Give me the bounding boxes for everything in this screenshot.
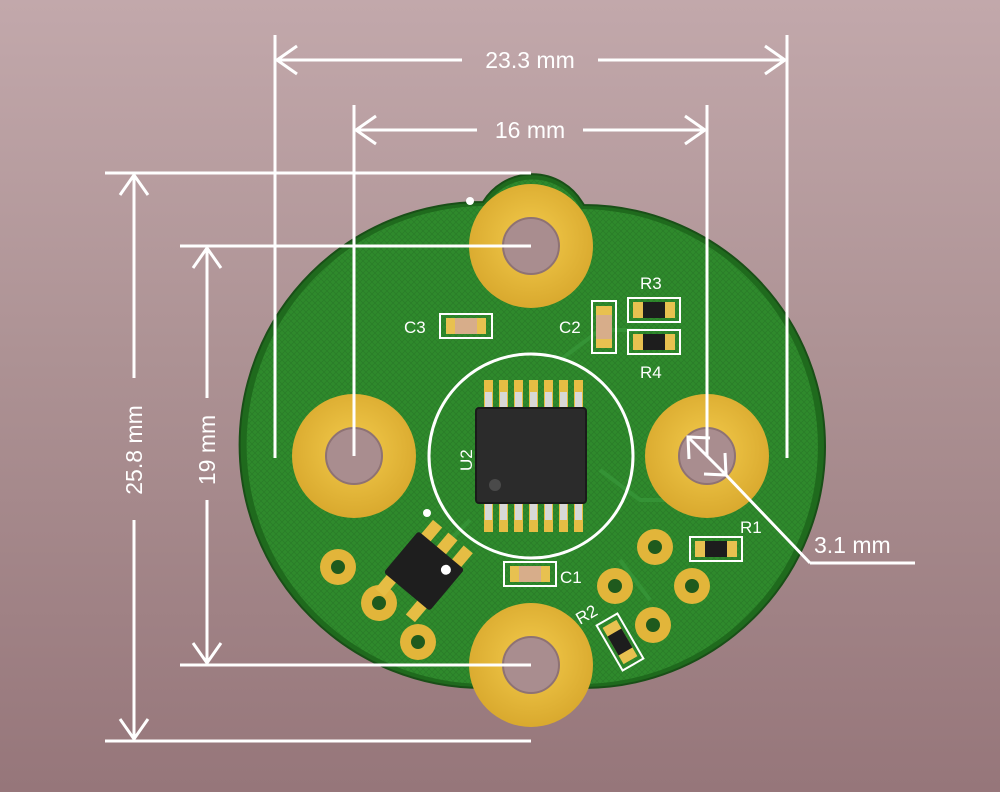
capacitor-c3	[439, 313, 493, 339]
label-u2: U2	[457, 449, 476, 471]
dimension-hole: 3.1 mm	[686, 435, 915, 565]
label-c1: C1	[560, 568, 582, 587]
resistor-r3	[627, 297, 681, 323]
dimension-label-19mm: 19 mm	[194, 415, 220, 485]
dimension-label-23-3mm: 23.3 mm	[485, 47, 574, 73]
label-r1: R1	[740, 518, 762, 537]
u2-ic	[427, 352, 635, 560]
dimension-height-outer: 25.8 mm	[105, 171, 531, 743]
resistor-r1	[689, 536, 743, 562]
label-c3: C3	[404, 318, 426, 337]
dimension-label-3-1mm: 3.1 mm	[814, 532, 891, 558]
dimension-label-25-8mm: 25.8 mm	[121, 405, 147, 494]
label-r4: R4	[640, 363, 662, 382]
resistor-r4	[627, 329, 681, 355]
sot23-chip	[375, 519, 473, 623]
label-c2: C2	[559, 318, 581, 337]
label-r3: R3	[640, 274, 662, 293]
small-pads	[320, 529, 710, 660]
dimension-label-16mm: 16 mm	[495, 117, 565, 143]
capacitor-c2	[591, 300, 617, 354]
dimension-width-inner: 16 mm	[352, 105, 709, 456]
capacitor-c1	[503, 561, 557, 587]
dimension-height-inner: 19 mm	[180, 244, 531, 667]
resistor-r2	[595, 612, 645, 672]
